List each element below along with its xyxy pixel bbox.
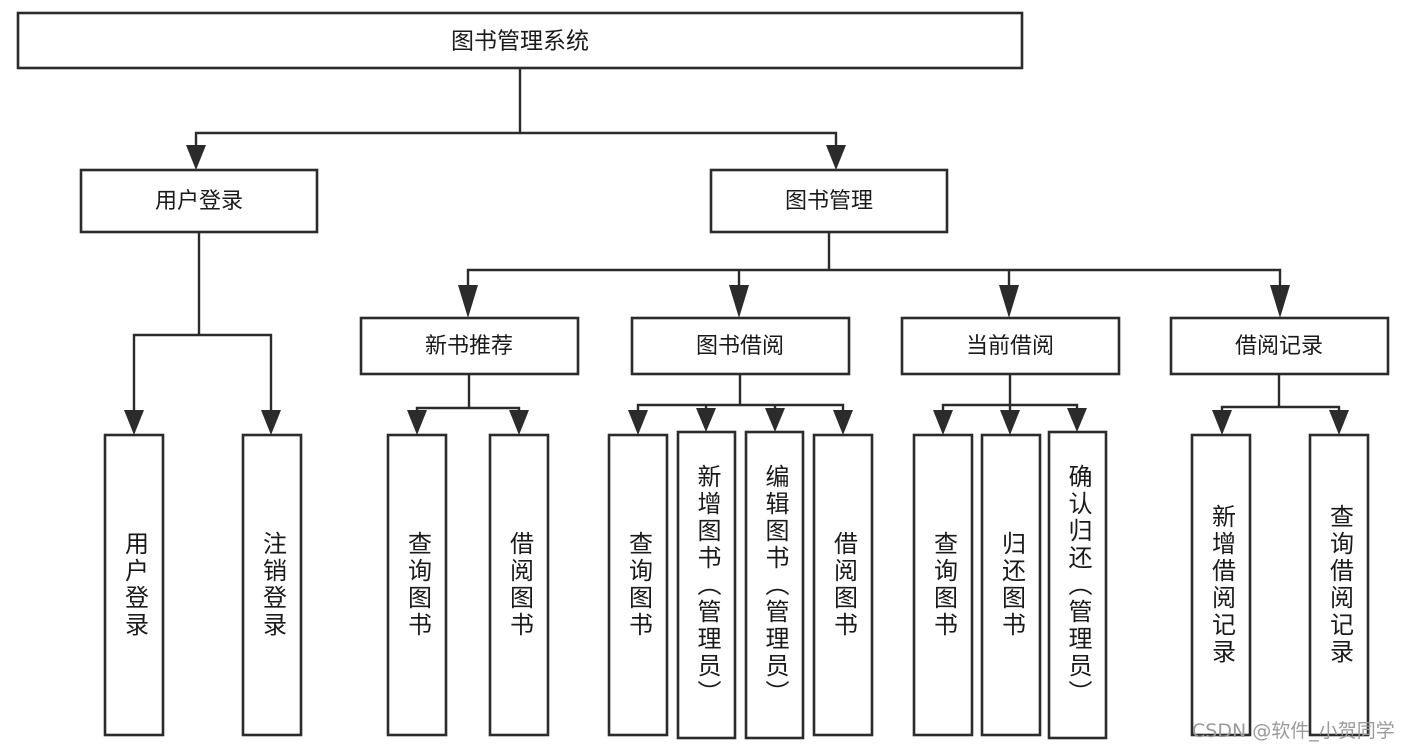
node-leaf-confirm-return-box[interactable]: [1047, 430, 1108, 740]
edge-book-manage-to-bus: [466, 230, 1282, 287]
node-leaf-edit-book-box[interactable]: [744, 430, 805, 740]
arrow-to-leaf-query-record: [1329, 410, 1349, 435]
node-leaf-query-book-2-box[interactable]: [607, 433, 669, 737]
node-current-borrow[interactable]: 当前借阅: [900, 316, 1121, 376]
node-borrow-record[interactable]: 借阅记录: [1169, 316, 1390, 376]
node-book-manage[interactable]: 图书管理: [709, 168, 949, 234]
edge-current-borrow-to-leaves: [941, 372, 1079, 414]
node-user-login[interactable]: 用户登录: [79, 168, 319, 234]
node-current-borrow-box[interactable]: [900, 316, 1121, 376]
nodes-layer: 图书管理系统 用户登录 图书管理 新书推荐 图书借阅: [16, 11, 1390, 740]
arrow-to-leaf-add-record: [1212, 410, 1232, 435]
node-leaf-user-login-box[interactable]: [103, 433, 165, 737]
node-root-label: 图书管理系统: [451, 29, 589, 55]
arrow-to-leaf-confirm-return: [1067, 408, 1087, 432]
node-borrow-record-box[interactable]: [1169, 316, 1390, 376]
node-book-borrow-box[interactable]: [630, 316, 851, 376]
node-user-login-label: 用户登录: [155, 189, 243, 214]
arrow-to-user-login: [186, 145, 206, 170]
arrow-to-leaf-borrow-book-2: [833, 410, 853, 435]
node-leaf-query-book-1-box[interactable]: [386, 433, 448, 737]
arrow-to-leaf-query-book-3: [933, 410, 953, 435]
edges-layer: [124, 66, 1349, 435]
arrow-to-leaf-user-login: [124, 410, 144, 435]
node-leaf-borrow-book-1-box[interactable]: [488, 433, 550, 737]
node-new-book-recommend-label: 新书推荐: [425, 334, 513, 359]
node-book-manage-label: 图书管理: [785, 189, 873, 214]
arrow-to-leaf-borrow-book-1: [509, 410, 529, 435]
arrow-to-new-book-recommend: [458, 285, 478, 318]
arrow-to-leaf-query-book-1: [407, 410, 427, 435]
edge-user-login-to-bus: [132, 230, 273, 412]
node-leaf-add-book-box[interactable]: [676, 430, 737, 740]
arrow-to-book-manage: [826, 145, 846, 170]
node-leaf-borrow-book-2-box[interactable]: [812, 433, 874, 737]
node-book-borrow-label: 图书借阅: [696, 334, 784, 359]
edge-book-borrow-to-leaves: [636, 372, 845, 414]
node-new-book-recommend[interactable]: 新书推荐: [359, 316, 580, 376]
node-leaf-query-record-box[interactable]: [1308, 433, 1370, 737]
arrow-to-leaf-query-book-2: [628, 410, 648, 435]
arrow-to-leaf-add-book: [696, 408, 716, 432]
arrow-to-leaf-logout-login: [261, 410, 281, 435]
node-new-book-recommend-box[interactable]: [359, 316, 580, 376]
arrow-to-borrow-record: [1270, 285, 1290, 318]
node-user-login-box[interactable]: [79, 168, 319, 234]
arrow-to-current-borrow: [999, 285, 1019, 318]
edge-borrow-record-to-leaves: [1220, 372, 1341, 414]
node-book-borrow[interactable]: 图书借阅: [630, 316, 851, 376]
node-leaf-logout-login-box[interactable]: [241, 433, 303, 737]
node-leaf-add-record-box[interactable]: [1190, 433, 1252, 737]
arrow-to-leaf-edit-book: [765, 408, 785, 432]
edge-root-to-bus: [194, 66, 838, 147]
arrow-to-leaf-return-book: [1000, 410, 1020, 435]
edge-new-book-recommend-to-leaves: [415, 372, 521, 414]
node-leaf-query-book-3-box[interactable]: [912, 433, 974, 737]
node-leaf-return-book-box[interactable]: [980, 433, 1042, 737]
node-root-box[interactable]: [16, 11, 1024, 70]
node-root[interactable]: 图书管理系统: [16, 11, 1024, 70]
node-borrow-record-label: 借阅记录: [1235, 334, 1323, 359]
arrow-to-book-borrow: [729, 285, 749, 318]
csdn-watermark: CSDN @软件_小贺同学: [1192, 720, 1395, 742]
node-current-borrow-label: 当前借阅: [966, 334, 1054, 359]
node-book-manage-box[interactable]: [709, 168, 949, 234]
